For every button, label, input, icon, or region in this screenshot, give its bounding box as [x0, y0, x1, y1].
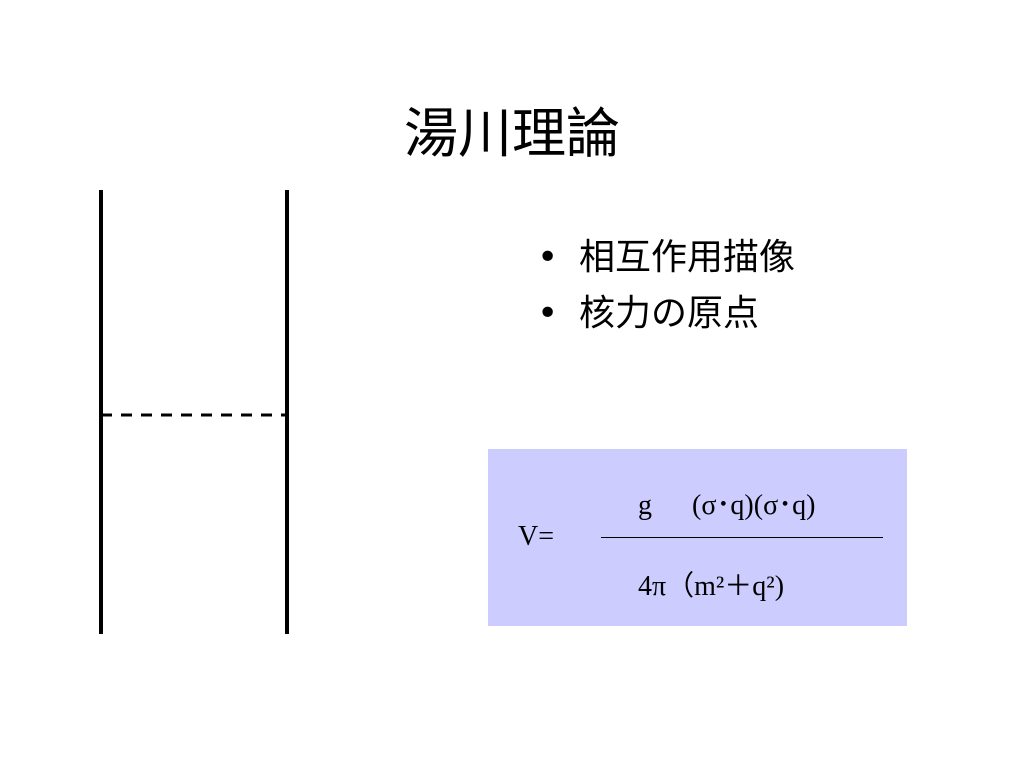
yukawa-potential-formula: V= g (σ･q)(σ･q) 4π（m²＋q²)	[488, 449, 907, 626]
formula-numerator: g (σ･q)(σ･q)	[638, 483, 816, 523]
formula-coupling: g	[638, 490, 652, 521]
bullet-item: • 相互作用描像	[535, 230, 795, 286]
formula-denominator: 4π（m²＋q²)	[638, 564, 784, 604]
formula-lhs: V=	[518, 521, 554, 553]
bullet-item: • 核力の原点	[535, 286, 795, 342]
bullet-marker: •	[537, 230, 558, 286]
fraction-bar	[601, 537, 883, 538]
bullet-list: • 相互作用描像 • 核力の原点	[535, 230, 795, 342]
bullet-text: 核力の原点	[579, 293, 759, 334]
formula-spin-terms: (σ･q)(σ･q)	[692, 490, 816, 521]
bullet-marker: •	[537, 286, 558, 342]
bullet-text: 相互作用描像	[579, 237, 795, 278]
